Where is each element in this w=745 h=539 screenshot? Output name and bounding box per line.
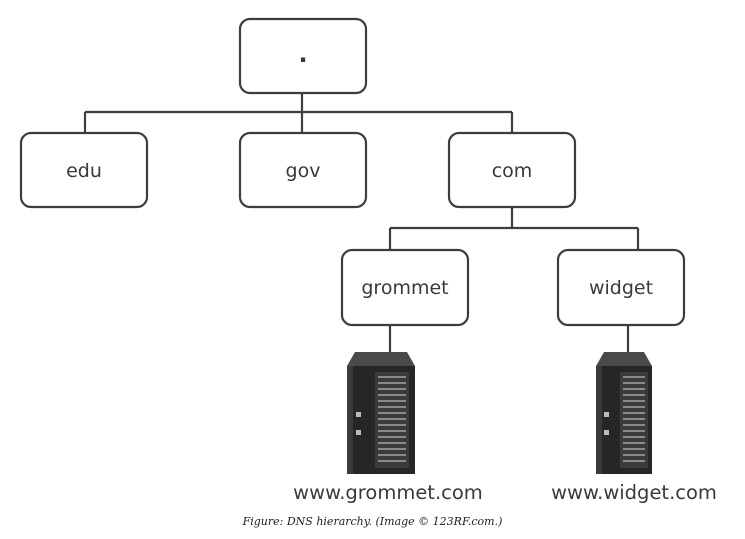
node-grommet: grommet — [340, 248, 470, 327]
host-label-widget: www.widget.com — [551, 481, 717, 504]
tree-connectors — [83, 93, 640, 352]
node-com: com — [447, 131, 577, 209]
node-gov-label: gov — [286, 160, 321, 182]
node-widget: widget — [556, 248, 686, 327]
host-label-grommet: www.grommet.com — [293, 481, 483, 504]
node-gov: gov — [238, 131, 368, 209]
node-root-label: . — [298, 40, 307, 68]
node-grommet-label: grommet — [361, 277, 448, 299]
node-edu-label: edu — [66, 160, 102, 182]
node-edu: edu — [19, 131, 149, 209]
server-rack-icon — [347, 352, 415, 474]
node-com-label: com — [492, 160, 533, 182]
node-widget-label: widget — [589, 277, 653, 299]
server-rack-icon — [596, 352, 652, 474]
node-root: . — [238, 17, 368, 95]
figure-caption: Figure: DNS hierarchy. (Image © 123RF.co… — [242, 515, 503, 528]
